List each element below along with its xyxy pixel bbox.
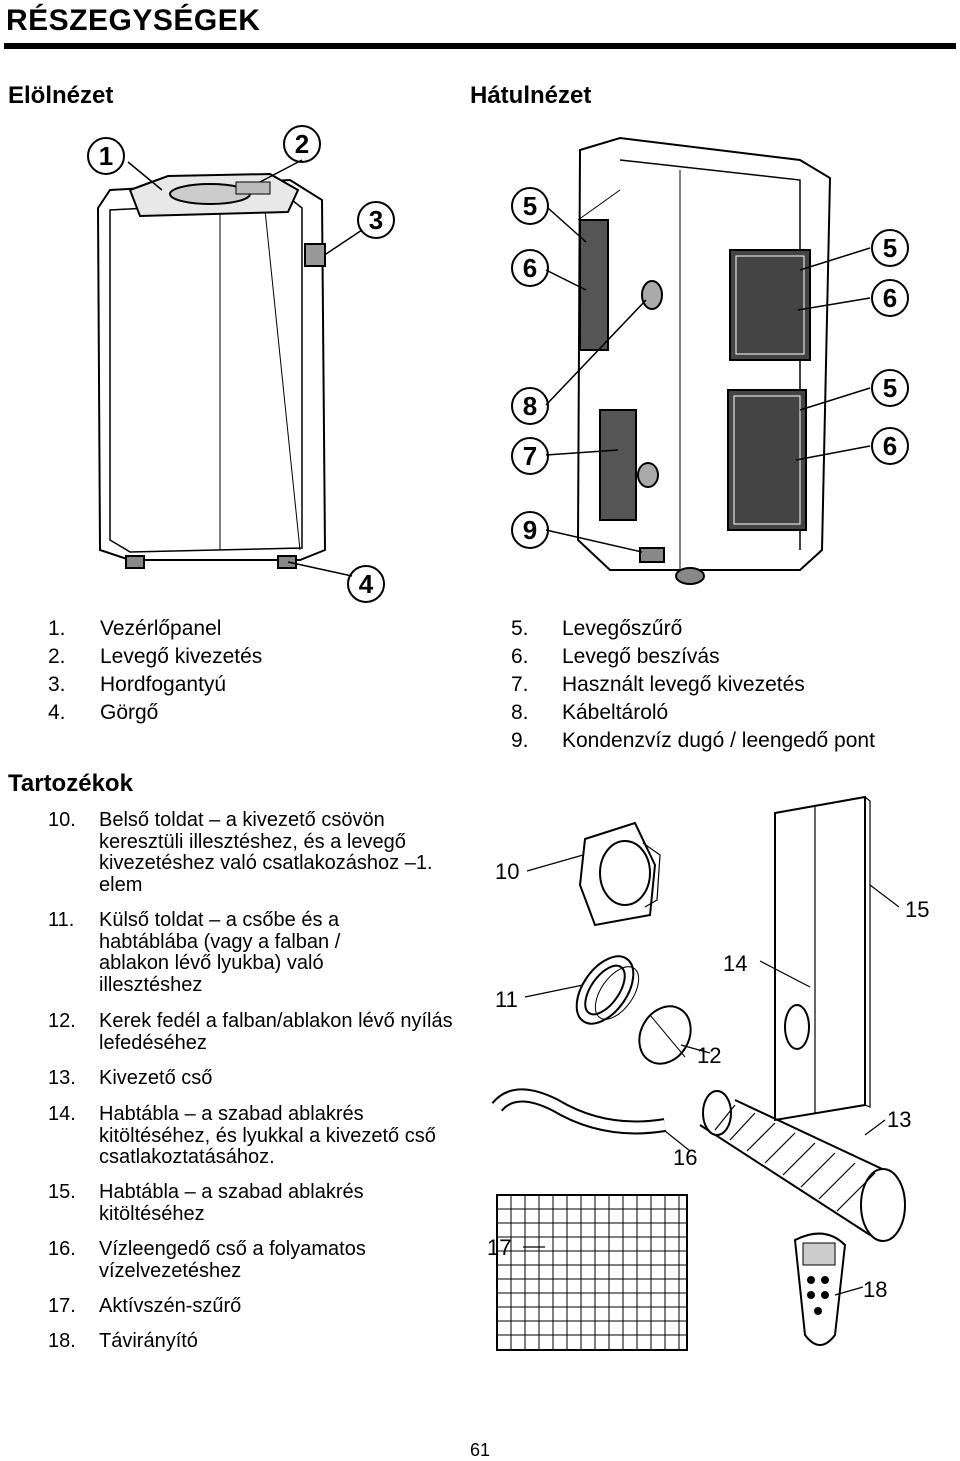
rear-view-illustration: 5 6 8 7 9 5 6 5 6: [511, 136, 909, 585]
item-number: 6.: [511, 645, 529, 668]
item-label: Aktívszén-szűrő: [99, 1295, 242, 1317]
item-label: Habtábla – a szabad ablakrés kitöltéséhe…: [99, 1181, 364, 1225]
front-parts-list: 1. Vezérlőpanel 2. Levegő kivezetés 3. H…: [48, 615, 408, 727]
item-label: Kivezető cső: [99, 1067, 213, 1089]
item-number: 5.: [511, 617, 529, 640]
item-number: 7.: [511, 673, 529, 696]
callout-5-upper-right: 5: [883, 233, 897, 263]
accessories-list: 10. Belső toldat – a kivezető csövön ker…: [48, 809, 478, 1360]
item-label: Hordfogantyú: [100, 673, 227, 696]
item-label: Távirányító: [99, 1330, 198, 1352]
callout-16: 16: [673, 1145, 697, 1170]
front-view-heading: Elölnézet: [8, 82, 114, 109]
list-item: 15. Habtábla – a szabad ablakrés kitölté…: [48, 1181, 478, 1226]
callout-6-lower-right: 6: [883, 431, 897, 461]
item-label: Görgő: [100, 701, 159, 724]
item-label: Vezérlőpanel: [100, 617, 222, 640]
callout-3: 3: [369, 205, 383, 235]
item-label: Kerek fedél a falban/ablakon lévő nyílás…: [99, 1010, 453, 1054]
callout-11: 11: [495, 987, 518, 1012]
callout-9: 9: [523, 515, 537, 545]
item-number: 1.: [48, 617, 66, 640]
callout-17: 17: [487, 1235, 511, 1260]
callout-7: 7: [523, 441, 537, 471]
item-number: 14.: [48, 1103, 76, 1125]
callout-6-left: 6: [523, 253, 537, 283]
callout-4: 4: [359, 569, 374, 599]
front-view-illustration: 1 2 3 4: [87, 125, 395, 603]
callout-5-lower-right: 5: [883, 373, 897, 403]
list-item: 14. Habtábla – a szabad ablakrés kitölté…: [48, 1103, 478, 1170]
rear-parts-list: 5. Levegőszűrő 6. Levegő beszívás 7. Has…: [511, 615, 951, 755]
callout-6-upper-right: 6: [883, 283, 897, 313]
item-number: 4.: [48, 701, 66, 724]
item-label: Belső toldat – a kivezető csövön kereszt…: [99, 809, 433, 896]
item-label: Habtábla – a szabad ablakrés kitöltéséhe…: [99, 1103, 436, 1168]
callout-10: 10: [495, 859, 519, 884]
item-number: 18.: [48, 1330, 76, 1352]
list-item: 17. Aktívszén-szűrő: [48, 1295, 478, 1318]
item-number: 3.: [48, 673, 66, 696]
title-rule: [4, 43, 956, 49]
callout-12: 12: [697, 1043, 721, 1068]
accessories-heading: Tartozékok: [8, 770, 133, 797]
item-number: 8.: [511, 701, 529, 724]
list-item: 13. Kivezető cső: [48, 1067, 478, 1090]
item-label: Használt levegő kivezetés: [562, 673, 805, 696]
accessories-illustration: 10 11 12 13 14 15 16 17 18: [487, 795, 929, 1351]
list-item: 10. Belső toldat – a kivezető csövön ker…: [48, 809, 478, 898]
item-label: Levegőszűrő: [562, 617, 683, 640]
item-number: 17.: [48, 1295, 76, 1317]
item-number: 16.: [48, 1238, 76, 1260]
callout-2: 2: [295, 129, 309, 159]
callout-18: 18: [863, 1277, 887, 1302]
item-label: Vízleengedő cső a folyamatos vízelvezeté…: [99, 1238, 366, 1282]
item-label: Levegő beszívás: [562, 645, 720, 668]
item-number: 15.: [48, 1181, 76, 1203]
callout-15: 15: [905, 897, 929, 922]
item-label: Kondenzvíz dugó / leengedő pont: [562, 729, 875, 752]
item-number: 13.: [48, 1067, 76, 1089]
list-item: 12. Kerek fedél a falban/ablakon lévő ny…: [48, 1010, 478, 1055]
item-number: 11.: [48, 909, 75, 931]
item-label: Kábeltároló: [562, 701, 669, 724]
item-number: 12.: [48, 1010, 76, 1032]
callout-14: 14: [723, 951, 747, 976]
item-label: Külső toldat – a csőbe és a habtáblába (…: [99, 909, 341, 996]
item-number: 9.: [511, 729, 529, 752]
item-number: 2.: [48, 645, 66, 668]
page-number: 61: [470, 1440, 491, 1460]
list-item: 18. Távirányító: [48, 1330, 478, 1353]
list-item: 11. Külső toldat – a csőbe és a habtáblá…: [48, 909, 478, 998]
rear-view-heading: Hátulnézet: [470, 82, 592, 109]
list-item: 16. Vízleengedő cső a folyamatos vízelve…: [48, 1238, 478, 1283]
callout-8: 8: [523, 391, 537, 421]
callout-13: 13: [887, 1107, 911, 1132]
item-number: 10.: [48, 809, 76, 831]
item-label: Levegő kivezetés: [100, 645, 263, 668]
callout-1: 1: [99, 141, 113, 171]
callout-5-left: 5: [523, 191, 537, 221]
section-title: RÉSZEGYSÉGEK: [6, 4, 261, 37]
